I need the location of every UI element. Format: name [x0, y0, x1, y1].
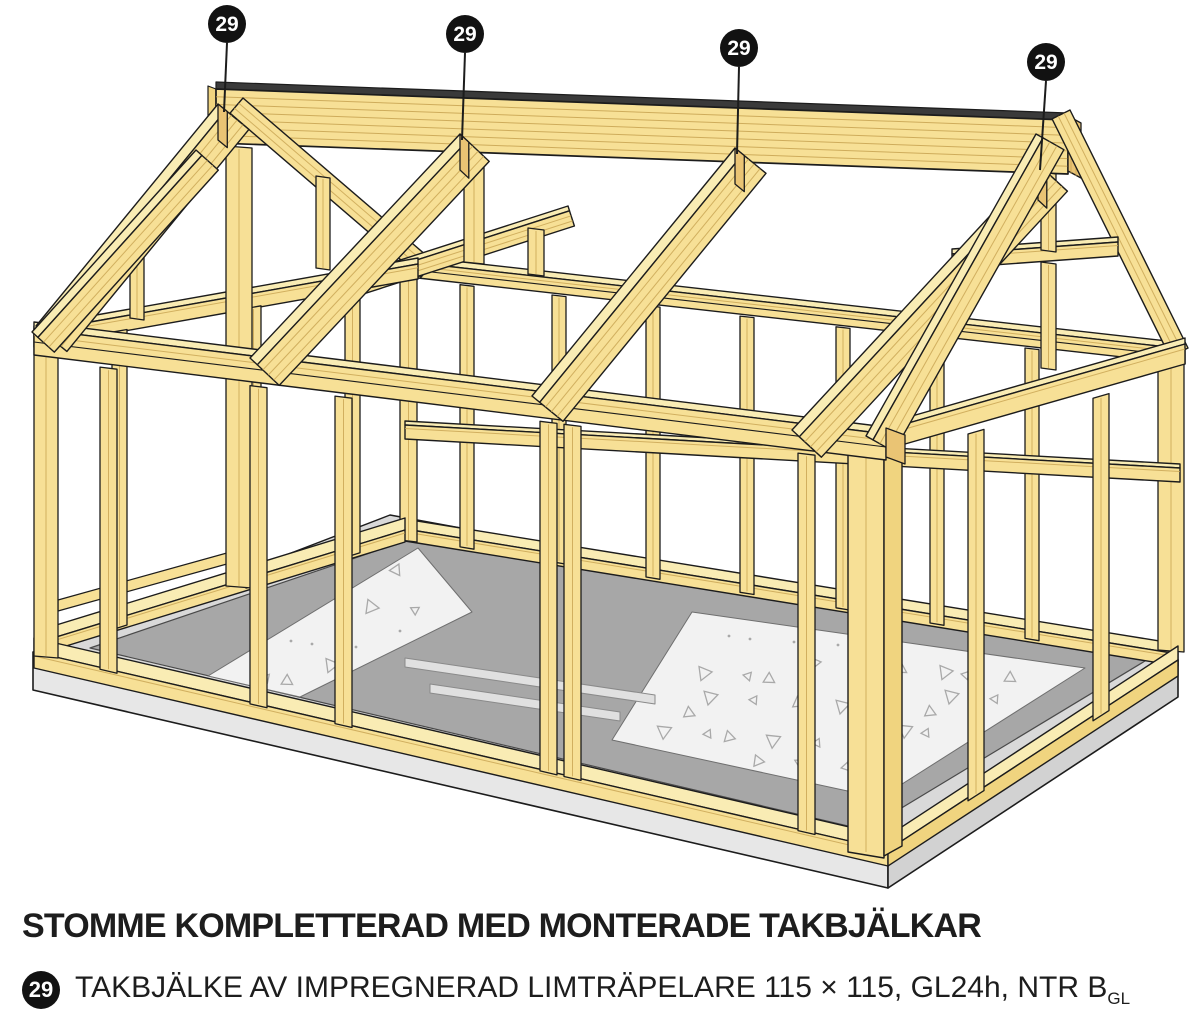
grain-line — [215, 96, 1069, 129]
concrete-speck-triangle — [835, 699, 852, 716]
callout-badge — [208, 5, 246, 43]
concrete-speck-triangle — [703, 690, 720, 707]
grain-line — [545, 158, 749, 408]
concrete-speck-triangle — [388, 562, 401, 577]
roof-beam-end-grain — [217, 103, 228, 149]
concrete-speck-dot — [310, 642, 314, 646]
concrete-speck-triangle — [723, 729, 737, 743]
concrete-speck-dot — [289, 639, 293, 643]
callout-leader-line — [1039, 80, 1047, 171]
front-plate-end-grain — [885, 427, 906, 465]
front-top-plate-seam — [33, 341, 887, 448]
concrete-speck-triangle — [939, 664, 955, 681]
grain-line — [215, 127, 1069, 160]
concrete-speck-dot — [354, 645, 358, 649]
roof-beam-end-grain — [459, 133, 470, 179]
grain-line — [267, 150, 479, 376]
concrete-speck-dot — [748, 637, 752, 641]
concrete-speck-triangle — [919, 727, 930, 739]
figure-title: STOMME KOMPLETTERAD MED MONTERADE TAKBJÄ… — [22, 907, 982, 945]
grain-line — [215, 119, 1069, 152]
grain-line — [886, 145, 1058, 449]
concrete-speck-triangle — [682, 705, 697, 718]
callout-leader-line — [461, 52, 466, 141]
callout-number: 29 — [453, 23, 476, 46]
grain-line — [215, 103, 1069, 136]
grain-line — [1057, 115, 1177, 355]
concrete-speck-triangle — [656, 725, 673, 741]
grain-line — [550, 163, 755, 413]
grain-line — [43, 159, 208, 343]
concrete-speck-triangle — [365, 598, 381, 615]
concrete-speck-triangle — [409, 606, 421, 617]
right-gable-far-chord-face — [1051, 109, 1189, 358]
callout-badge — [446, 15, 484, 53]
concrete-speck-dot — [792, 640, 796, 644]
legend-ref-badge: 29 — [22, 971, 60, 1010]
legend-text: TAKBJÄLKE AV IMPREGNERAD LIMTRÄPELARE 11… — [75, 971, 1131, 1009]
legend-ref-number: 29 — [28, 977, 54, 1003]
callout-badge — [720, 29, 758, 67]
grain-line — [33, 335, 887, 441]
callout-number: 29 — [1034, 51, 1057, 74]
concrete-speck-triangle — [923, 704, 938, 717]
legend-text-subscript: GL — [1107, 989, 1131, 1009]
concrete-speck-triangle — [762, 671, 776, 684]
grain-line — [273, 155, 485, 381]
grain-line — [869, 348, 1186, 440]
concrete-speck-triangle — [280, 673, 294, 686]
grain-line — [262, 145, 474, 371]
back-top-plate-seam — [417, 269, 1186, 358]
grain-line — [404, 531, 1179, 658]
grain-line — [417, 266, 1186, 354]
grain-line — [33, 655, 889, 855]
concrete-speck-dot — [727, 634, 731, 638]
left-gable-near-chord-face — [37, 154, 220, 353]
concrete-speck-dot — [836, 643, 840, 647]
concrete-speck-triangle — [765, 734, 782, 750]
grain-line — [48, 164, 214, 348]
grain-line — [1063, 112, 1183, 352]
callout-badge — [1027, 43, 1065, 81]
roof-beam-end-grain — [734, 147, 745, 193]
concrete-speck-triangle — [325, 657, 341, 674]
concrete-speck-dot — [398, 629, 402, 633]
concrete-speck-triangle — [988, 693, 999, 705]
callout-leader-line — [223, 42, 228, 113]
front-right-corner-post-side — [883, 425, 903, 857]
callout-leader-line — [736, 66, 740, 155]
caption-block: STOMME KOMPLETTERAD MED MONTERADE TAKBJÄ… — [22, 907, 1182, 1010]
legend-row: 29 TAKBJÄLKE AV IMPREGNERAD LIMTRÄPELARE… — [22, 971, 1182, 1010]
grain-line — [404, 428, 1181, 472]
concrete-speck-triangle — [741, 671, 753, 683]
grain-line — [879, 141, 1051, 445]
grain-line — [215, 134, 1069, 167]
concrete-speck-triangle — [753, 753, 766, 768]
grain-line — [215, 111, 1069, 144]
concrete-speck-triangle — [944, 689, 961, 706]
callout-number: 29 — [727, 37, 750, 60]
concrete-speck-triangle — [698, 665, 714, 682]
callout-number: 29 — [215, 13, 238, 36]
concrete-speck-triangle — [1003, 670, 1017, 683]
grain-line — [556, 168, 761, 417]
concrete-speck-triangle — [747, 694, 758, 706]
concrete-speck-triangle — [701, 728, 712, 740]
